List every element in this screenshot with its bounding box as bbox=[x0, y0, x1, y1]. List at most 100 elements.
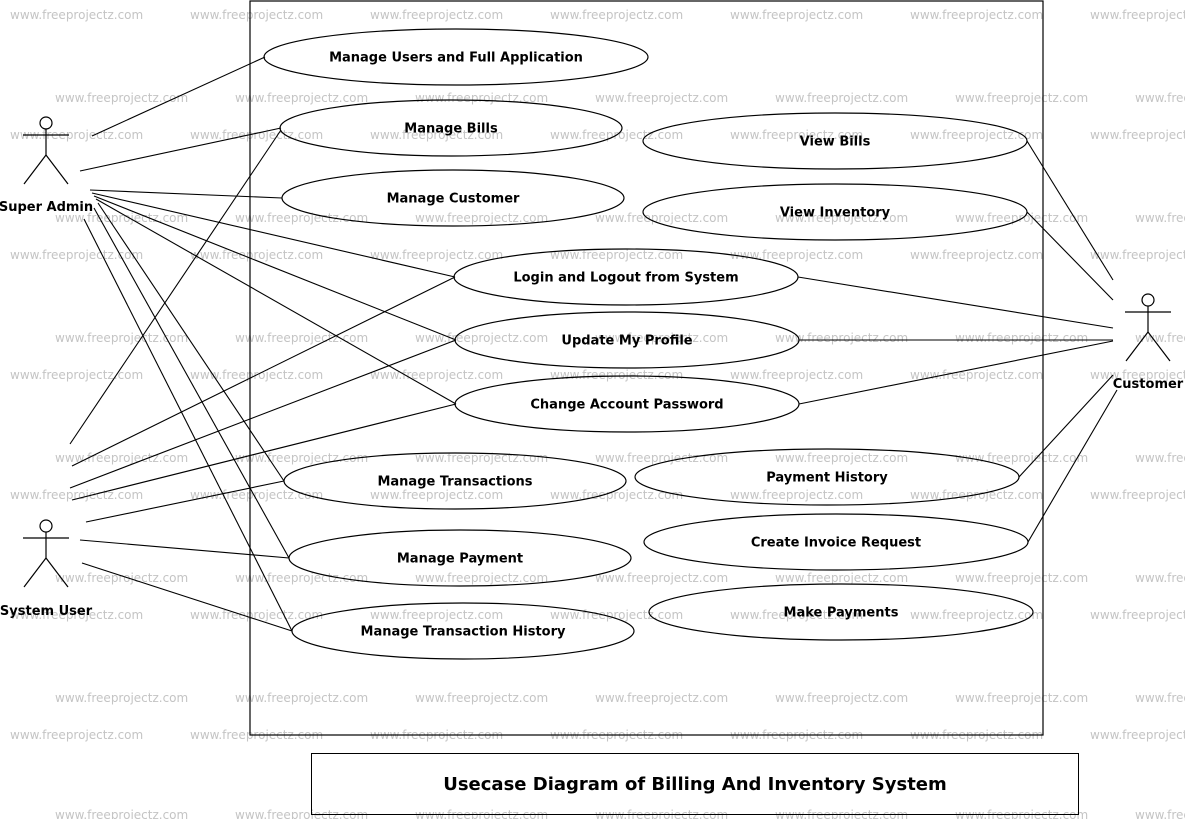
use-case-manage-transaction-history: Manage Transaction History bbox=[291, 602, 635, 660]
watermark-text: www.freeprojectz.com bbox=[370, 368, 503, 382]
watermark-text: www.freeprojectz.com bbox=[1135, 91, 1185, 105]
actor-label: System User bbox=[0, 604, 93, 619]
watermark-text: www.freeprojectz.com bbox=[730, 8, 863, 22]
watermark-text: www.freeprojectz.com bbox=[1135, 691, 1185, 705]
watermark-text: www.freeprojectz.com bbox=[1090, 248, 1185, 262]
watermark-text: www.freeprojectz.com bbox=[550, 248, 683, 262]
association-customer-view_inventory bbox=[1026, 211, 1114, 301]
watermark-text: www.freeprojectz.com bbox=[190, 608, 323, 622]
watermark-text: www.freeprojectz.com bbox=[1090, 728, 1185, 742]
actor-customer: Customer bbox=[1113, 293, 1184, 392]
watermark-text: www.freeprojectz.com bbox=[1135, 808, 1185, 819]
use-case-manage-users: Manage Users and Full Application bbox=[263, 28, 649, 86]
watermark-text: www.freeprojectz.com bbox=[595, 91, 728, 105]
association-super_admin-change_password bbox=[95, 198, 457, 405]
watermark-text: www.freeprojectz.com bbox=[550, 608, 683, 622]
watermark-text: www.freeprojectz.com bbox=[190, 8, 323, 22]
watermark-text: www.freeprojectz.com bbox=[1090, 128, 1185, 142]
watermark-text: www.freeprojectz.com bbox=[955, 691, 1088, 705]
use-case-ellipse bbox=[288, 529, 632, 587]
use-case-make-payments: Make Payments bbox=[648, 583, 1034, 641]
association-customer-payment_history bbox=[1018, 374, 1114, 478]
watermark-text: www.freeprojectz.com bbox=[730, 248, 863, 262]
watermark-text: www.freeprojectz.com bbox=[55, 691, 188, 705]
watermark-text: www.freeprojectz.com bbox=[235, 691, 368, 705]
watermark-text: www.freeprojectz.com bbox=[10, 368, 143, 382]
watermark-text: www.freeprojectz.com bbox=[550, 368, 683, 382]
watermark-text: www.freeprojectz.com bbox=[595, 331, 728, 345]
use-case-ellipse bbox=[454, 375, 800, 433]
use-case-manage-bills: Manage Bills bbox=[279, 99, 623, 157]
association-super_admin-manage_users bbox=[91, 56, 266, 137]
diagram-title-box: Usecase Diagram of Billing And Inventory… bbox=[311, 753, 1079, 815]
watermark-text: www.freeprojectz.com bbox=[1135, 451, 1185, 465]
use-case-view-inventory: View Inventory bbox=[642, 183, 1028, 241]
watermark-text: www.freeprojectz.com bbox=[955, 808, 1088, 819]
association-system_user-change_password bbox=[71, 403, 457, 501]
association-super_admin-manage_bills bbox=[79, 127, 282, 172]
watermark-text: www.freeprojectz.com bbox=[10, 248, 143, 262]
watermark-text: www.freeprojectz.com bbox=[1090, 8, 1185, 22]
watermark-text: www.freeprojectz.com bbox=[550, 8, 683, 22]
association-super_admin-manage_transaction_history bbox=[83, 218, 293, 632]
watermark-text: www.freeprojectz.com bbox=[910, 248, 1043, 262]
association-super_admin-manage_transactions bbox=[97, 202, 285, 482]
use-case-update-profile: Update My Profile bbox=[454, 311, 800, 369]
watermark-text: www.freeprojectz.com bbox=[775, 91, 908, 105]
watermark-text: www.freeprojectz.com bbox=[730, 488, 863, 502]
watermark-text: www.freeprojectz.com bbox=[730, 128, 863, 142]
association-super_admin-update_profile bbox=[93, 195, 457, 341]
watermark-text: www.freeprojectz.com bbox=[775, 571, 908, 585]
watermark-text: www.freeprojectz.com bbox=[1090, 488, 1185, 502]
use-case-ellipse bbox=[642, 183, 1028, 241]
stick-figure-icon bbox=[23, 116, 69, 185]
watermark-text: www.freeprojectz.com bbox=[370, 128, 503, 142]
use-case-label: Manage Payment bbox=[397, 552, 523, 567]
watermark-text: www.freeprojectz.com bbox=[775, 808, 908, 819]
stick-figure-icon bbox=[23, 519, 69, 588]
use-case-label: Update My Profile bbox=[561, 334, 692, 349]
watermark-text: www.freeprojectz.com bbox=[730, 368, 863, 382]
watermark-text: www.freeprojectz.com bbox=[235, 571, 368, 585]
use-case-ellipse bbox=[279, 99, 623, 157]
use-case-create-invoice-request: Create Invoice Request bbox=[643, 513, 1029, 571]
use-case-label: Change Account Password bbox=[530, 398, 723, 413]
watermark-text: www.freeprojectz.com bbox=[595, 571, 728, 585]
actor-label: Super Admin bbox=[0, 200, 93, 215]
use-case-label: Create Invoice Request bbox=[751, 536, 921, 551]
actor-super-admin: Super Admin bbox=[0, 116, 93, 215]
use-case-label: View Inventory bbox=[780, 206, 891, 221]
watermark-text: www.freeprojectz.com bbox=[955, 331, 1088, 345]
watermark-text: www.freeprojectz.com bbox=[415, 808, 548, 819]
use-case-label: Manage Users and Full Application bbox=[329, 51, 583, 66]
use-case-label: Manage Bills bbox=[404, 122, 498, 137]
use-case-login-logout: Login and Logout from System bbox=[453, 248, 799, 306]
stick-figure-icon bbox=[1125, 293, 1171, 362]
use-case-label: Payment History bbox=[766, 471, 888, 486]
association-customer-view_bills bbox=[1026, 140, 1114, 281]
watermark-text: www.freeprojectz.com bbox=[1090, 368, 1185, 382]
use-case-label: Manage Transaction History bbox=[361, 625, 566, 640]
watermark-text: www.freeprojectz.com bbox=[775, 451, 908, 465]
watermark-text: www.freeprojectz.com bbox=[910, 8, 1043, 22]
use-case-ellipse bbox=[291, 602, 635, 660]
use-case-ellipse bbox=[454, 311, 800, 369]
association-super_admin-manage_customer bbox=[89, 189, 283, 199]
watermark-text: www.freeprojectz.com bbox=[370, 8, 503, 22]
watermark-text: www.freeprojectz.com bbox=[55, 211, 188, 225]
watermark-text: www.freeprojectz.com bbox=[1135, 331, 1185, 345]
use-case-ellipse bbox=[263, 28, 649, 86]
watermark-text: www.freeprojectz.com bbox=[550, 488, 683, 502]
association-layer bbox=[69, 56, 1118, 632]
watermark-text: www.freeprojectz.com bbox=[955, 91, 1088, 105]
watermark-text: www.freeprojectz.com bbox=[415, 571, 548, 585]
use-case-payment-history: Payment History bbox=[634, 448, 1020, 506]
association-system_user-manage_transaction_history bbox=[81, 562, 293, 632]
watermark-text: www.freeprojectz.com bbox=[415, 691, 548, 705]
watermark-text: www.freeprojectz.com bbox=[415, 331, 548, 345]
use-case-manage-transactions: Manage Transactions bbox=[283, 452, 627, 510]
use-case-label: Manage Customer bbox=[387, 192, 520, 207]
watermark-text: www.freeprojectz.com bbox=[190, 488, 323, 502]
watermark-text: www.freeprojectz.com bbox=[910, 368, 1043, 382]
